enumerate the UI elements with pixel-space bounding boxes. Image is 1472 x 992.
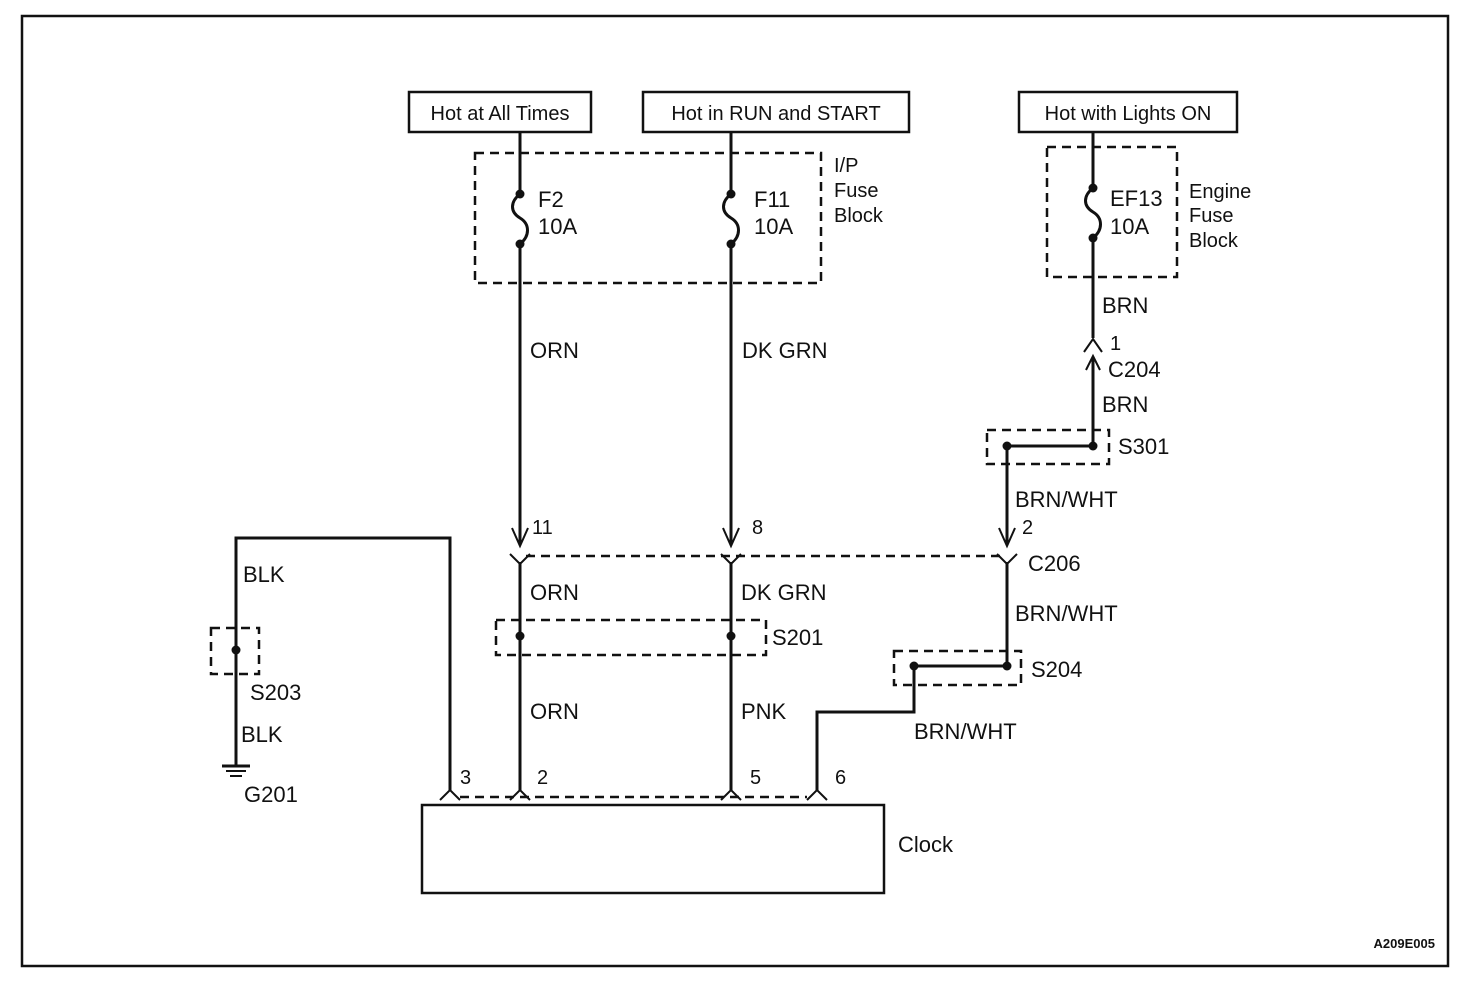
engine-fuse-block-outline: [1045, 145, 1179, 279]
wire-label-pnk-lower: PNK: [741, 699, 787, 724]
connector-c204-pin: 1: [1110, 333, 1121, 355]
ground-icon: [222, 764, 250, 777]
clock-label: Clock: [898, 832, 954, 857]
source-hot-with-lights-on: Hot with Lights ON: [1017, 90, 1239, 134]
connector-c204-female-icon: [1083, 337, 1103, 353]
wire-label-brnwht-upper: BRN/WHT: [1015, 487, 1118, 512]
engine-fuse-block-label-3: Block: [1189, 230, 1239, 252]
wire-label-brnwht-lower: BRN/WHT: [914, 719, 1017, 744]
source-hot-at-all-times: Hot at All Times: [407, 90, 593, 134]
splice-s203-label: S203: [250, 680, 301, 705]
source-hot-in-run-and-start: Hot in RUN and START: [641, 90, 911, 134]
wire-label-orn-lower: ORN: [530, 699, 579, 724]
connector-c206-pin-11: 11: [532, 517, 553, 539]
wire-label-brn-upper: BRN: [1102, 293, 1148, 318]
connector-c206-pin-2: 2: [1022, 517, 1033, 539]
clock-pin-5: 5: [750, 767, 761, 789]
splice-s201-label: S201: [772, 625, 823, 650]
wire-label-blk-upper: BLK: [243, 562, 285, 587]
fuse-f2-rating: 10A: [538, 214, 577, 239]
ground-g201-label: G201: [244, 782, 298, 807]
connector-c204-label: C204: [1108, 357, 1161, 382]
wire-label-orn-upper: ORN: [530, 338, 579, 363]
circuit-blk: [222, 536, 461, 801]
fuse-ef13-name: EF13: [1110, 186, 1163, 211]
source-hot-at-all-times-label: Hot at All Times: [431, 103, 570, 125]
wire-label-blk-lower: BLK: [241, 722, 283, 747]
ip-fuse-block-outline: [473, 151, 823, 285]
circuit-dk-grn: [720, 132, 742, 801]
wire-label-brnwht-mid: BRN/WHT: [1015, 601, 1118, 626]
connector-c206-label: C206: [1028, 551, 1081, 576]
splice-s301-label: S301: [1118, 434, 1169, 459]
clock-pin-2: 2: [537, 767, 548, 789]
connector-c206-pin-8: 8: [752, 517, 763, 539]
circuit-brn: [806, 132, 1103, 801]
wire-label-brn-lower: BRN: [1102, 392, 1148, 417]
fuse-ef13-icon: [1084, 186, 1102, 240]
fuse-f2-name: F2: [538, 187, 564, 212]
splice-s204-label: S204: [1031, 657, 1082, 682]
ip-fuse-block-label-1: I/P: [834, 155, 858, 177]
splice-s203-outline: [209, 626, 261, 676]
engine-fuse-block-label-2: Fuse: [1189, 205, 1233, 227]
source-hot-with-lights-on-label: Hot with Lights ON: [1045, 103, 1212, 125]
splice-s301-outline: [985, 428, 1111, 466]
fuse-f11-icon: [722, 192, 740, 246]
circuit-orn: [509, 132, 531, 801]
wire-label-dkgrn-upper: DK GRN: [742, 338, 828, 363]
source-hot-in-run-and-start-label: Hot in RUN and START: [671, 103, 880, 125]
splice-s201-outline: [494, 618, 768, 657]
ip-fuse-block-label-2: Fuse: [834, 180, 878, 202]
fuse-f11-name: F11: [754, 187, 790, 212]
diagram-frame: [20, 14, 1450, 968]
clock-pin-6: 6: [835, 767, 846, 789]
figure-code: A209E005: [1374, 936, 1435, 951]
fuse-f2-icon: [511, 192, 529, 246]
fuse-f11-rating: 10A: [754, 214, 793, 239]
engine-fuse-block-label-1: Engine: [1189, 181, 1251, 203]
clock-pin-3: 3: [460, 767, 471, 789]
fuse-ef13-rating: 10A: [1110, 214, 1149, 239]
clock-component: [420, 803, 886, 895]
splice-s204-outline: [892, 649, 1023, 687]
connector-c204-male-icon: [1085, 353, 1101, 371]
ip-fuse-block-label-3: Block: [834, 205, 884, 227]
wire-label-dkgrn-mid: DK GRN: [741, 580, 827, 605]
wire-label-orn-mid: ORN: [530, 580, 579, 605]
